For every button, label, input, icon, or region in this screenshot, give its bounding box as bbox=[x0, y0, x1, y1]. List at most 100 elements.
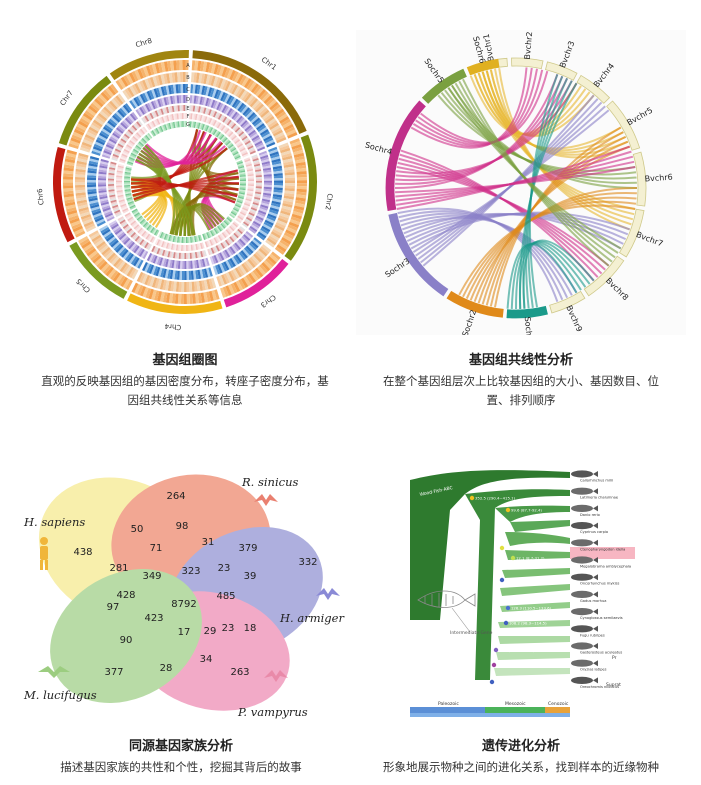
species-label: Callorhinchus milii bbox=[580, 479, 613, 483]
node-label: 93.5 (86.2~101.1) bbox=[499, 648, 535, 653]
node-marker bbox=[492, 663, 496, 667]
venn-count: 485 bbox=[216, 591, 235, 602]
synteny-chr-label: Sochr1 bbox=[523, 316, 534, 335]
species-label: Cynoglossus semilaevis bbox=[580, 616, 623, 620]
fish-icon bbox=[571, 556, 593, 563]
venn-label-vampyrus: P. vampyrus bbox=[237, 705, 308, 719]
fish-icon bbox=[571, 677, 593, 684]
venn-count: 28 bbox=[160, 663, 173, 674]
venn-count: 23 bbox=[218, 563, 231, 574]
node-label: 92.9 (84.3~100.6) bbox=[495, 680, 531, 685]
circos-track-label: E bbox=[186, 106, 189, 112]
venn-count: 264 bbox=[166, 491, 185, 502]
species-label: Gadus morhua bbox=[580, 599, 606, 603]
fish-icon bbox=[571, 660, 593, 667]
synteny-chr-label: Bvchr2 bbox=[523, 31, 534, 60]
venn-count: 379 bbox=[238, 543, 257, 554]
venn-count: 31 bbox=[202, 537, 215, 548]
node-marker bbox=[500, 546, 504, 550]
synteny-chr-label: Bvchr7 bbox=[635, 230, 664, 248]
circos-track-label: B bbox=[186, 75, 190, 81]
synteny-card-desc-1: 在整个基因组层次上比较基因组的大小、基因数目、位 bbox=[356, 372, 686, 391]
circos-track-label: C bbox=[186, 87, 190, 93]
venn-label-lucifugus: M. lucifugus bbox=[23, 688, 97, 702]
synteny-chr-label: Bvchr8 bbox=[604, 276, 630, 302]
node-marker bbox=[494, 648, 498, 652]
venn-label-sapiens: H. sapiens bbox=[23, 515, 85, 529]
circos-chr-label: Chr6 bbox=[36, 188, 46, 206]
synteny-chr-label: Bvchr9 bbox=[564, 304, 584, 333]
circos-chr-label: Chr8 bbox=[135, 37, 153, 49]
venn-count: 29 bbox=[204, 626, 217, 637]
species-label: Oryzias latipes bbox=[580, 668, 607, 672]
venn-count: 263 bbox=[230, 667, 249, 678]
venn-figure: H. sapiens R. sinicus H. armiger P. vamp… bbox=[16, 456, 346, 721]
human-silhouette-icon bbox=[40, 537, 48, 570]
venn-label-sinicus: R. sinicus bbox=[241, 475, 298, 489]
circos-chr-label: Chr5 bbox=[75, 277, 92, 294]
era-cenozoic bbox=[545, 707, 570, 713]
species-label: Fugu rubripes bbox=[580, 633, 605, 637]
venn-count: 90 bbox=[120, 635, 133, 646]
circos-track-label: F bbox=[187, 114, 190, 120]
fish-icon bbox=[571, 625, 593, 632]
fish-icon bbox=[571, 488, 593, 495]
node-label: 96.7 (85.0~104.1) bbox=[497, 663, 533, 668]
side-label-pr: Pr bbox=[612, 655, 617, 661]
side-label-suprat: Suprat bbox=[606, 682, 621, 688]
node-label: 352.5 (290.4~415.1) bbox=[475, 496, 515, 501]
fish-icon bbox=[571, 574, 593, 581]
species-label: Cyprinus carpio bbox=[580, 530, 608, 534]
synteny-card-title: 基因组共线性分析 bbox=[356, 349, 686, 368]
fish-icon bbox=[571, 505, 593, 512]
fish-icon bbox=[571, 591, 593, 598]
era-paleozoic bbox=[410, 707, 485, 713]
fish-icon bbox=[571, 608, 593, 615]
synteny-chr-label: Sochr4 bbox=[364, 140, 393, 156]
venn-card-title: 同源基因家族分析 bbox=[16, 735, 346, 754]
branch-label-intermediate: Intermediate Gene bbox=[450, 630, 493, 636]
venn-count: 23 bbox=[222, 623, 235, 634]
synteny-chr-label: Bvchr5 bbox=[625, 106, 654, 128]
fish-icon bbox=[571, 539, 593, 546]
circos-card-desc-1: 直观的反映基因组的基因密度分布，转座子密度分布，基 bbox=[20, 372, 350, 391]
node-marker bbox=[511, 556, 515, 560]
node-label: 162.4 (134.2~160.9) bbox=[505, 546, 545, 551]
fish-icon bbox=[571, 642, 593, 649]
era-label-mesozoic: Mesozoic bbox=[505, 701, 526, 707]
circos-track-label: D bbox=[186, 97, 190, 103]
circos-chr-label: Chr3 bbox=[259, 293, 277, 309]
venn-label-armiger: H. armiger bbox=[279, 611, 345, 625]
node-label: 126.3 (110.5~133.6) bbox=[511, 606, 551, 611]
synteny-chr-label: Bvchr6 bbox=[644, 173, 673, 184]
synteny-chr-label: Bvchr4 bbox=[592, 61, 616, 89]
circos-card-title: 基因组圈图 bbox=[20, 349, 350, 368]
venn-count: 428 bbox=[116, 590, 135, 601]
venn-count: 17 bbox=[178, 627, 191, 638]
venn-count: 34 bbox=[200, 654, 213, 665]
venn-count: 50 bbox=[131, 524, 144, 535]
fish-icon bbox=[571, 522, 593, 529]
venn-count: 281 bbox=[109, 563, 128, 574]
species-label: Latimeria chalumnae bbox=[580, 496, 619, 500]
synteny-chr-label: Sochr5 bbox=[422, 57, 445, 85]
era-mesozoic bbox=[485, 707, 545, 713]
fish-icon bbox=[571, 470, 593, 477]
node-marker bbox=[506, 508, 510, 512]
node-label: 108.2 (98.3~114.5) bbox=[509, 621, 547, 626]
venn-count: 39 bbox=[244, 571, 257, 582]
species-label: Megalobrama amblycephala bbox=[580, 565, 631, 569]
species-label: Ctenopharyngodon idella bbox=[580, 547, 625, 551]
circos-chr-label: Chr1 bbox=[260, 56, 278, 72]
synteny-chr-label: Sochr3 bbox=[383, 256, 411, 279]
species-label: Danio rerio bbox=[580, 513, 600, 517]
node-marker bbox=[490, 680, 494, 684]
phylo-card-title: 遗传进化分析 bbox=[356, 735, 686, 754]
node-label: 99.6 (87.7-92.4) bbox=[511, 508, 542, 513]
venn-count: 423 bbox=[144, 613, 163, 624]
phylo-figure: Intermediate Gene Wood-Fish-ABC Callorhi… bbox=[410, 460, 635, 722]
circos-track-label: A bbox=[186, 63, 190, 69]
synteny-chr-label: Sochr2 bbox=[461, 309, 479, 335]
circos-figure: Chr1Chr2Chr3Chr4Chr5Chr6Chr7Chr8ABCDEFG bbox=[20, 30, 350, 335]
